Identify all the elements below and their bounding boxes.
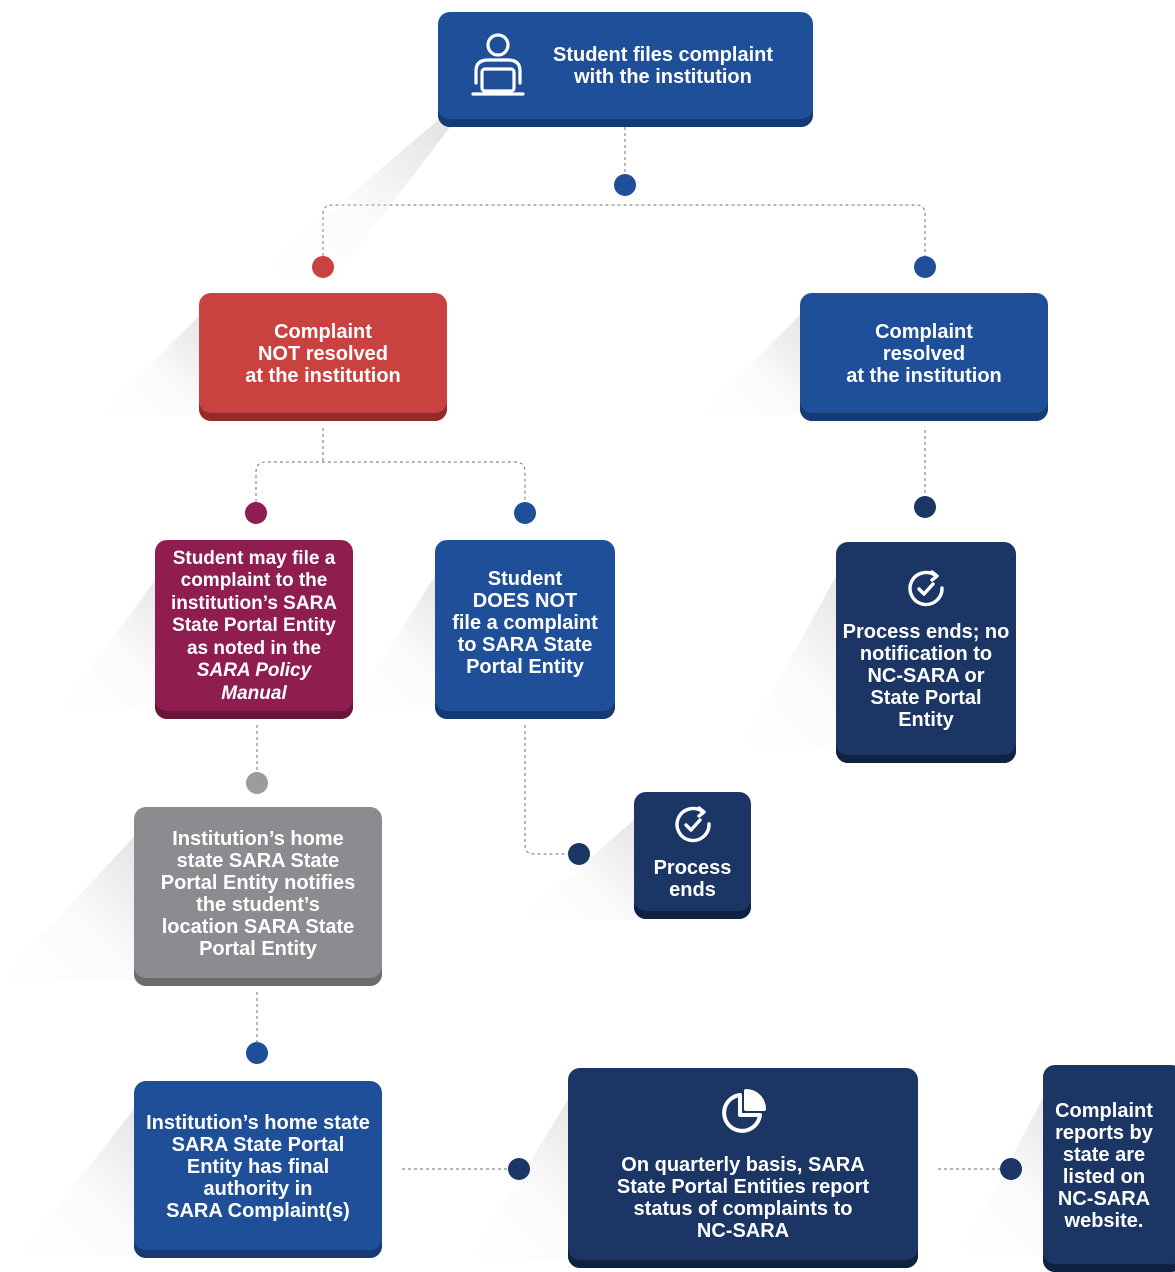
node-text-line: institution’s SARA <box>170 592 338 614</box>
connector-dot <box>245 502 267 524</box>
home-state-notifies-box: Institution’s home state SARA State Port… <box>134 807 382 986</box>
circular-check-icon <box>673 804 713 849</box>
node-text-line: reports by <box>1055 1121 1153 1144</box>
student-may-file-box: Student may file a complaint to the inst… <box>155 540 353 719</box>
node-text-line: State Portal <box>870 687 982 709</box>
node-text-line: NC-SARA or <box>867 665 985 687</box>
node-text-line: State Portal Entity <box>172 615 336 637</box>
connector-dot <box>514 502 536 524</box>
node-text-line: On quarterly basis, SARA <box>621 1153 865 1176</box>
node-text-line: NOT resolved <box>257 343 389 365</box>
node-text-line: with the institution <box>574 65 752 88</box>
node-text-line: to SARA State <box>457 634 593 656</box>
node-text-line: State Portal Entities report <box>616 1175 870 1198</box>
node-text-line: NC-SARA <box>1057 1187 1151 1210</box>
connector-dot <box>246 772 268 794</box>
node-text-line: Process <box>653 857 732 879</box>
node-text-line: SARA State Portal <box>171 1133 345 1156</box>
node-text-line: at the institution <box>245 365 401 387</box>
complaint-not-resolved-box: Complaint NOT resolved at the institutio… <box>199 293 447 421</box>
node-text-line: website. <box>1064 1209 1144 1232</box>
reports-listed-box: Complaint reports by state are listed on… <box>1043 1065 1175 1272</box>
node-text-line: Complaint <box>1055 1099 1153 1122</box>
connector-dot <box>568 843 590 865</box>
node-text-line: file a complaint <box>452 612 598 634</box>
node-text-line: Institution’s home <box>172 827 344 850</box>
connector-dot <box>914 256 936 278</box>
node-text-line: location SARA State <box>161 915 355 938</box>
student-laptop-icon <box>468 31 528 101</box>
process-ends-no-notification-box: Process ends; no notification to NC-SARA… <box>836 542 1016 763</box>
node-text-line: listed on <box>1062 1165 1146 1188</box>
connector-dot <box>246 1042 268 1064</box>
node-text-line: DOES NOT <box>472 590 578 612</box>
policy-manual-title: SARA Policy <box>196 660 312 682</box>
node-text-line: status of complaints to <box>633 1197 853 1220</box>
node-text-line: at the institution <box>846 365 1002 387</box>
student-does-not-file-box: Student DOES NOT file a complaint to SAR… <box>435 540 615 719</box>
complaint-resolved-box: Complaint resolved at the institution <box>800 293 1048 421</box>
node-text-line: authority in <box>203 1177 313 1200</box>
pie-chart-icon <box>720 1088 766 1140</box>
process-ends-box: Process ends <box>634 792 751 919</box>
node-text-line: the student’s <box>196 893 320 916</box>
node-text-line: as noted in the <box>186 637 322 659</box>
node-text-line: Process ends; no <box>842 621 1010 643</box>
node-text-line: complaint to the <box>180 570 328 592</box>
student-files-complaint-box: Student files complaint with the institu… <box>438 12 813 127</box>
node-text-line: Student files complaint <box>552 43 774 66</box>
node-text-line: Portal Entity <box>466 656 584 678</box>
policy-manual-title: Manual <box>221 682 287 704</box>
node-text-line: Entity <box>898 709 954 731</box>
node-text-line: resolved <box>882 343 966 365</box>
quarterly-report-box: On quarterly basis, SARA State Portal En… <box>568 1068 918 1268</box>
node-text-line: Entity has final <box>186 1155 330 1178</box>
node-text-line: Complaint <box>274 321 372 343</box>
node-text-line: Institution’s home state <box>146 1111 370 1134</box>
node-text-line: SARA Complaint(s) <box>166 1199 350 1222</box>
node-text-line: Portal Entity notifies <box>160 871 356 894</box>
connector-dot <box>914 496 936 518</box>
node-text-line: ends <box>669 879 716 901</box>
circular-check-icon <box>906 568 946 613</box>
node-text-line: Portal Entity <box>199 937 317 960</box>
connector-dot <box>614 174 636 196</box>
node-text-line: NC-SARA <box>696 1219 790 1242</box>
node-text-line: Student <box>487 568 563 590</box>
connector-dot <box>1000 1158 1022 1180</box>
node-text-line: Student may file a <box>172 547 336 569</box>
node-text-line: state SARA State <box>176 849 340 872</box>
node-text-line: state are <box>1062 1143 1146 1166</box>
node-text-line: Complaint <box>875 321 973 343</box>
connector-dot <box>508 1158 530 1180</box>
final-authority-box: Institution’s home state SARA State Port… <box>134 1081 382 1258</box>
connector-dot <box>312 256 334 278</box>
node-text-line: notification to <box>859 643 993 665</box>
